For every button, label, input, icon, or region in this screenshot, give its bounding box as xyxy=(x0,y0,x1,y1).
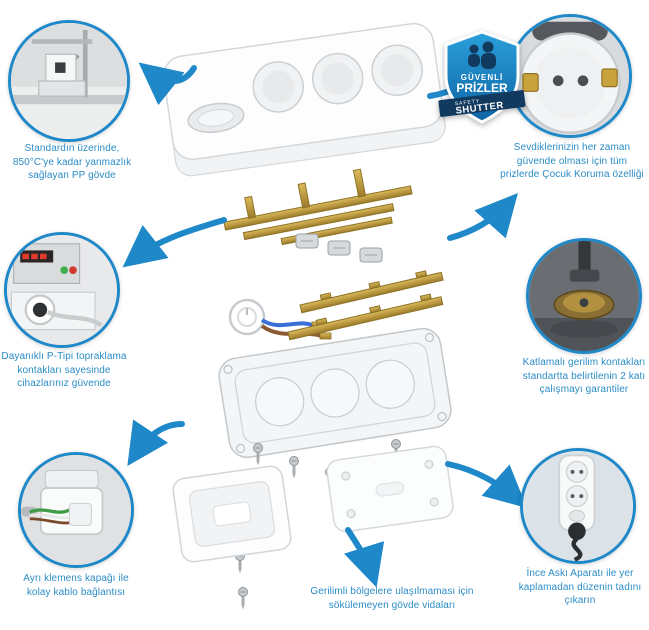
caption-top-right: Sevdiklerinizin her zaman güvende olması… xyxy=(500,142,644,180)
caption-mid-left: Dayanıklı P-Tipi topraklama kontakları s… xyxy=(1,351,127,389)
arrow-mid-left xyxy=(122,217,227,268)
arrow-top-left xyxy=(138,62,197,106)
arrow-bottom-right xyxy=(445,461,527,508)
caption-bottom-left: Ayrı klemens kapağı ile kolay kablo bağl… xyxy=(23,573,129,598)
photo-socket-child-protection-closeup xyxy=(508,14,632,138)
screw-cover-plate xyxy=(326,445,454,533)
photo-slim-hanging-power-strip xyxy=(520,448,636,564)
arrow-bottom-center xyxy=(344,527,385,588)
photo-voltage-contact-press-test xyxy=(526,238,642,354)
photo-grounding-contact-test-station xyxy=(4,232,120,348)
product-top-body xyxy=(163,22,446,177)
photo-terminal-cover-wiring xyxy=(18,452,134,568)
translucent-mid-frame xyxy=(218,327,452,459)
arrow-mid-right xyxy=(447,193,518,241)
badge-ribbon-small: SAFETY xyxy=(454,98,480,107)
caption-bottom-right: İnce Askı Aparatı ile yer kaplamadan düz… xyxy=(518,568,642,606)
caption-mid-right: Katlamalı gerilim kontakları standartta … xyxy=(522,357,646,395)
caption-bottom-center: Gerilimli bölgelere ulaşılmaması için sö… xyxy=(310,586,474,611)
caption-top-left: Standardın üzerinde, 850°C'ye kadar yanm… xyxy=(12,143,132,181)
contact-clips xyxy=(295,233,383,263)
terminal-cover-box xyxy=(172,465,292,563)
safety-shutter-badge: GÜVENLİ PRİZLER SAFETY SHUTTER xyxy=(438,30,526,124)
arrow-bottom-left xyxy=(127,419,185,466)
brass-busbars xyxy=(287,270,444,341)
photo-flammability-test-machine xyxy=(8,20,130,142)
